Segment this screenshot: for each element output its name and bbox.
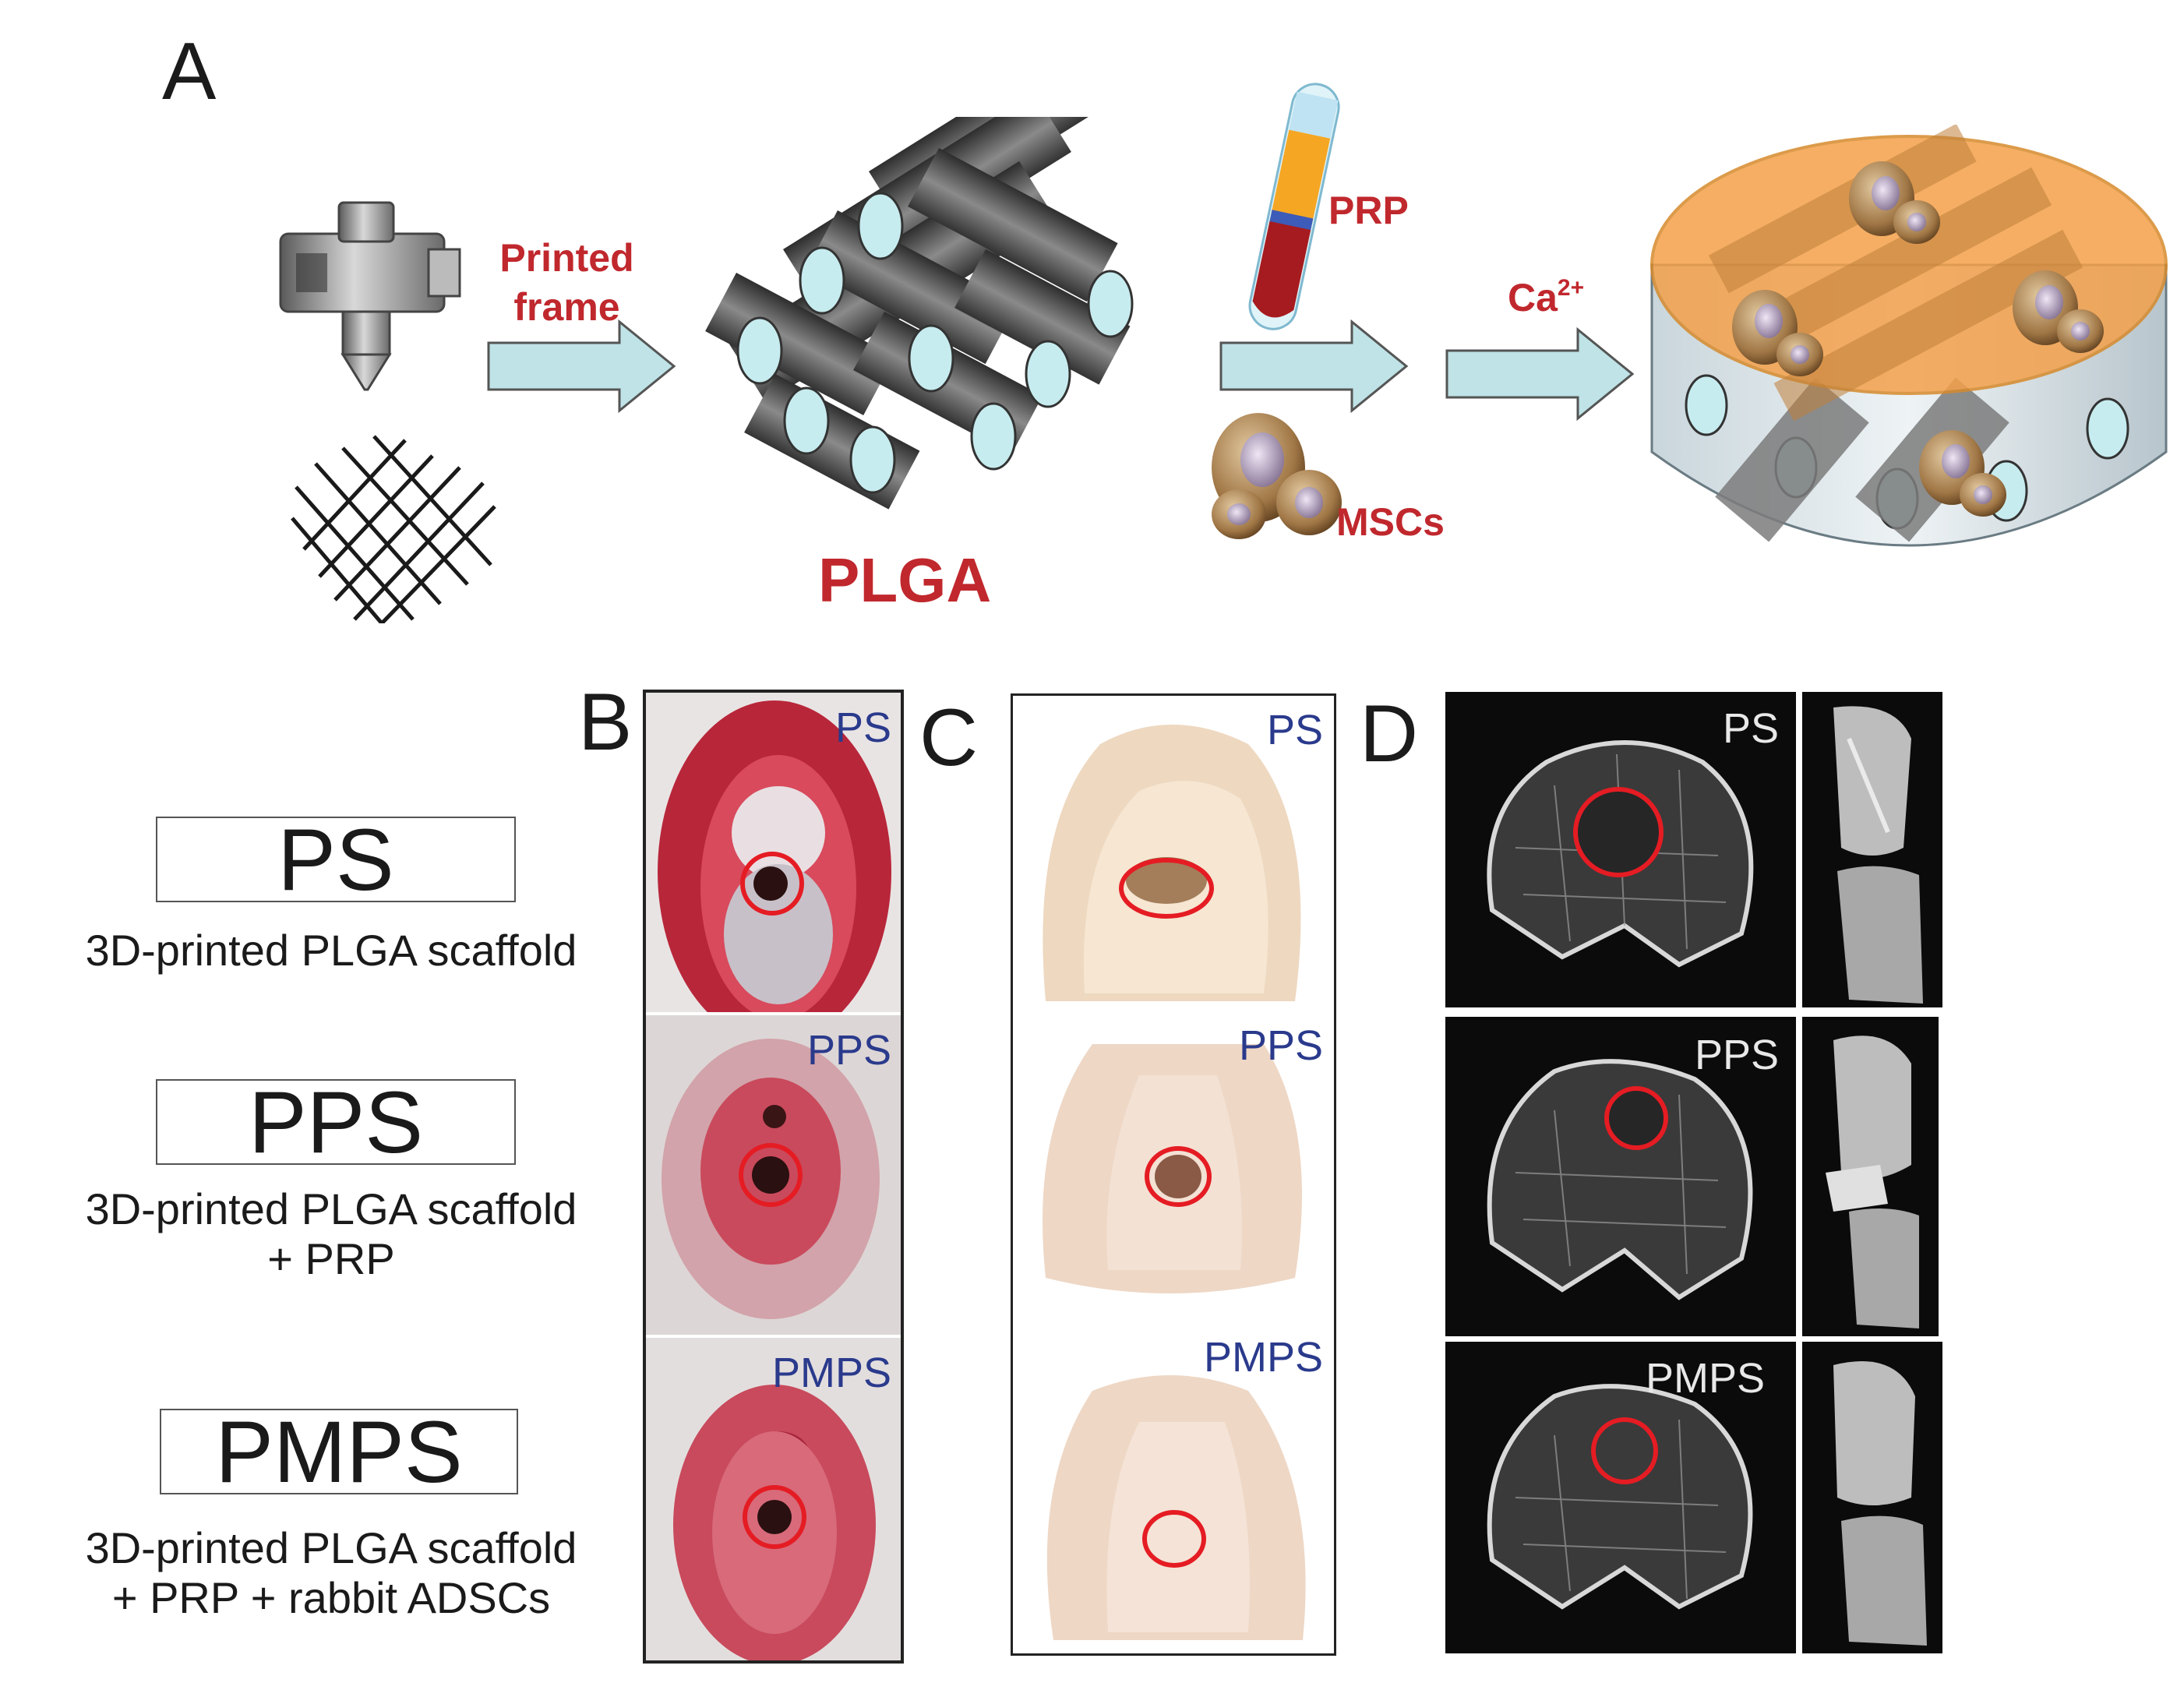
prp-label: PRP [1328,189,1409,232]
prp-tube-icon [1215,78,1371,343]
printer-nozzle-icon [265,195,467,397]
photo-label-pps: PPS [806,1027,891,1074]
arrow-icon [1445,327,1636,421]
panel-c-frame [1011,693,1336,1656]
specimen-photo-pmps: PMPS [1014,1328,1332,1652]
ct-slice-pmps: PMPS [1445,1342,1796,1653]
ct-3d-render-pmps [1802,1342,1942,1653]
msc-cells-icon [1204,393,1344,542]
photo-label-ps: PS [1266,707,1323,753]
panel-b-frame [643,690,904,1664]
calcium-label: Ca2+ [1508,275,1585,319]
group-desc-pps: 3D-printed PLGA scaffold + PRP [85,1184,577,1283]
printed-frame-label: Printed frame [499,236,634,329]
panel-label-d: D [1360,689,1419,779]
ct-slice-pps: PPS [1445,1017,1796,1336]
photo-label-ps: PS [834,704,891,751]
group-box-pps: PPS [156,1074,516,1171]
group-box-ps: PS [156,811,516,909]
arrow-icon [1219,319,1410,413]
panel-label-b: B [578,677,633,767]
plga-scaffold-illustration [705,117,1165,530]
group-desc-ps: 3D-printed PLGA scaffold [85,926,577,975]
surgery-photo-pmps: PMPS [646,1338,901,1660]
arrow-icon [487,319,678,413]
mscs-label: MSCs [1336,500,1445,544]
specimen-photo-pps: PPS [1014,1013,1332,1325]
photo-label-pmps: PMPS [1203,1334,1323,1381]
mesh-grid-icon [288,432,499,623]
ct-label-pps: PPS [1694,1032,1779,1078]
ct-slice-ps: PS [1445,692,1796,1007]
ct-3d-render-pps [1802,1017,1939,1336]
surgery-photo-ps: PS [646,693,901,1012]
ct-3d-render-ps [1802,692,1942,1007]
ct-label-ps: PS [1722,705,1779,752]
group-box-pmps: PMPS [160,1403,518,1501]
photo-label-pps: PPS [1238,1022,1323,1069]
panel-label-c: C [919,693,979,783]
photo-label-pmps: PMPS [771,1350,891,1396]
group-desc-pmps: 3D-printed PLGA scaffold + PRP + rabbit … [85,1523,577,1622]
ct-label-pmps: PMPS [1645,1355,1765,1402]
surgery-photo-pps: PPS [646,1015,901,1335]
panel-label-a: A [162,26,217,117]
composite-scaffold-illustration [1640,125,2178,608]
specimen-photo-ps: PS [1014,697,1332,1009]
plga-label: PLGA [818,545,992,615]
